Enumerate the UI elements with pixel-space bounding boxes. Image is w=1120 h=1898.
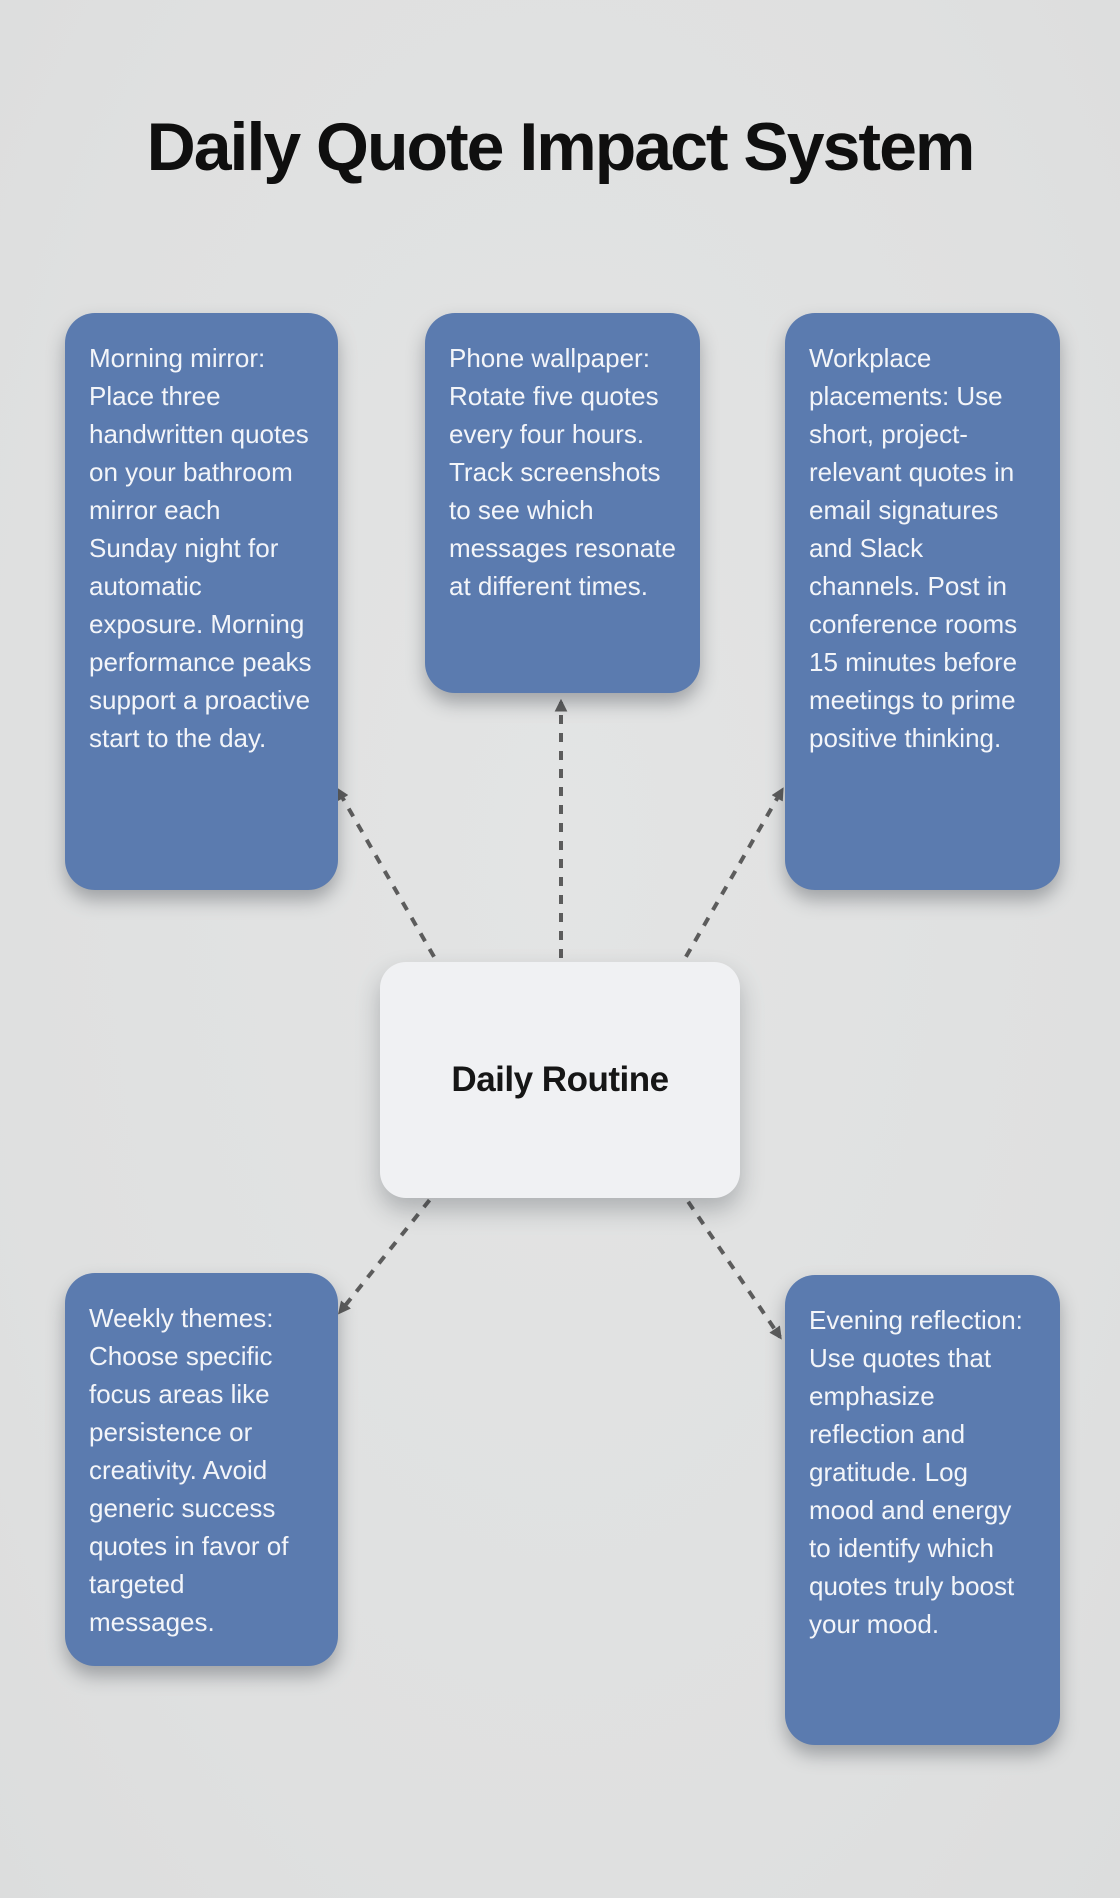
node-weekly-themes-text: Weekly themes: Choose specific focus are… bbox=[89, 1303, 289, 1637]
node-workplace-placements: Workplace placements: Use short, project… bbox=[785, 313, 1060, 890]
connector-to-evening-reflection bbox=[666, 1170, 782, 1340]
node-workplace-placements-text: Workplace placements: Use short, project… bbox=[809, 343, 1018, 753]
center-node-daily-routine: Daily Routine bbox=[380, 962, 740, 1198]
node-phone-wallpaper-text: Phone wallpaper: Rotate five quotes ever… bbox=[449, 343, 676, 601]
node-morning-mirror: Morning mirror: Place three handwritten … bbox=[65, 313, 338, 890]
node-phone-wallpaper: Phone wallpaper: Rotate five quotes ever… bbox=[425, 313, 700, 693]
center-node-label: Daily Routine bbox=[451, 1060, 669, 1099]
connector-to-weekly-themes bbox=[338, 1170, 454, 1315]
diagram-title: Daily Quote Impact System bbox=[146, 109, 976, 185]
node-evening-reflection-text: Evening reflection: Use quotes that emph… bbox=[809, 1305, 1023, 1639]
node-morning-mirror-text: Morning mirror: Place three handwritten … bbox=[89, 343, 312, 753]
node-weekly-themes: Weekly themes: Choose specific focus are… bbox=[65, 1273, 338, 1666]
connector-to-workplace bbox=[666, 787, 784, 989]
connector-to-morning-mirror bbox=[336, 787, 454, 989]
node-evening-reflection: Evening reflection: Use quotes that emph… bbox=[785, 1275, 1060, 1745]
